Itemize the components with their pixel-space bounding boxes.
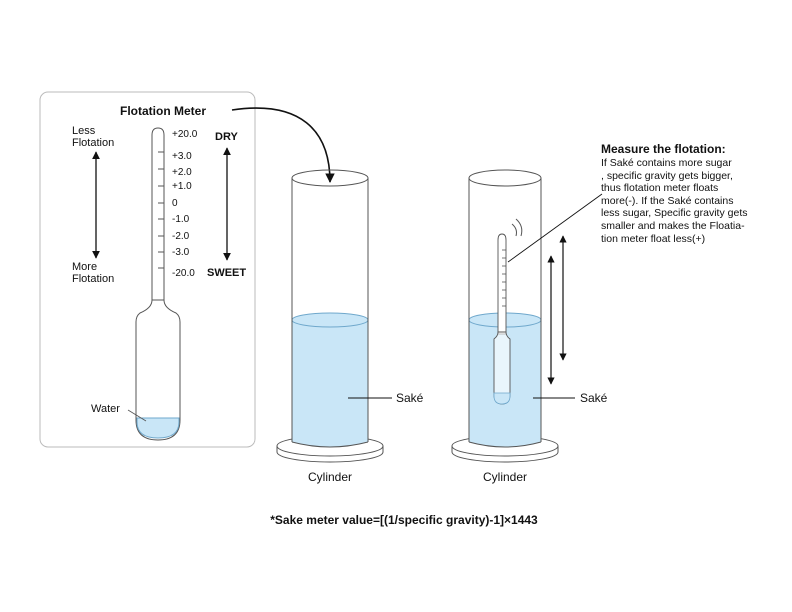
explanation-line: , specific gravity gets bigger, — [601, 169, 733, 182]
right-cylinder-label: Cylinder — [483, 470, 527, 484]
scale-label: +1.0 — [172, 181, 192, 192]
right-cylinder-rim — [468, 169, 542, 187]
explanation-line: If Saké contains more sugar — [601, 157, 732, 169]
scale-label: -20.0 — [172, 268, 195, 279]
dry-label: DRY — [215, 131, 238, 143]
left-cylinder — [276, 169, 384, 463]
scale-labels: +20.0 +3.0 +2.0 +1.0 0 -1.0 -2.0 -3.0 -2… — [172, 129, 198, 279]
curved-arrow — [231, 107, 335, 183]
explanation-line: thus flotation meter floats — [601, 182, 719, 195]
right-sake-label: Saké — [580, 391, 608, 405]
more-flotation-label-line2: Flotation — [72, 273, 114, 285]
less-flotation-label-line1: Less — [72, 125, 96, 137]
scale-label: -1.0 — [172, 214, 190, 225]
hydrometer-water — [136, 417, 180, 439]
water-label: Water — [91, 403, 120, 415]
hydrometer-stem — [151, 127, 165, 303]
explanation-title: Measure the flotation: — [601, 142, 726, 156]
explanation-leader-line — [507, 193, 603, 263]
explanation-line: smaller and makes the Floatia- — [601, 219, 745, 232]
less-flotation-label-line2: Flotation — [72, 137, 114, 149]
sweet-label: SWEET — [207, 267, 246, 279]
scale-label: +3.0 — [172, 151, 192, 162]
explanation-text: If Saké contains more sugar , specific g… — [601, 157, 781, 245]
left-cylinder-label: Cylinder — [308, 470, 352, 484]
right-cylinder — [451, 169, 559, 463]
floating-hydrometer — [493, 218, 523, 405]
left-liquid-surface — [291, 312, 369, 328]
left-cylinder-rim — [291, 169, 369, 187]
hydrometer-neck — [135, 299, 181, 441]
formula: *Sake meter value=[(1/specific gravity)-… — [270, 513, 538, 527]
motion-mark — [511, 223, 517, 237]
more-flotation-label-line1: More — [72, 261, 97, 273]
scale-label: +2.0 — [172, 167, 192, 178]
left-cylinder-liquid — [292, 320, 368, 447]
scale-label: +20.0 — [172, 129, 198, 140]
explanation-line: less sugar, Specific gravity gets — [601, 207, 748, 220]
scale-label: 0 — [172, 198, 178, 209]
left-sake-label: Saké — [396, 391, 424, 405]
explanation-line: more(-). If the Saké contains — [601, 194, 734, 207]
scale-label: -3.0 — [172, 247, 190, 258]
hydrometer — [135, 127, 181, 441]
water-leader-line — [127, 409, 147, 422]
explanation-line: tion meter float less(+) — [601, 232, 706, 245]
scale-label: -2.0 — [172, 231, 190, 242]
hydrometer-ticks — [158, 151, 164, 269]
panel-title: Flotation Meter — [120, 104, 206, 118]
motion-mark — [515, 218, 523, 237]
